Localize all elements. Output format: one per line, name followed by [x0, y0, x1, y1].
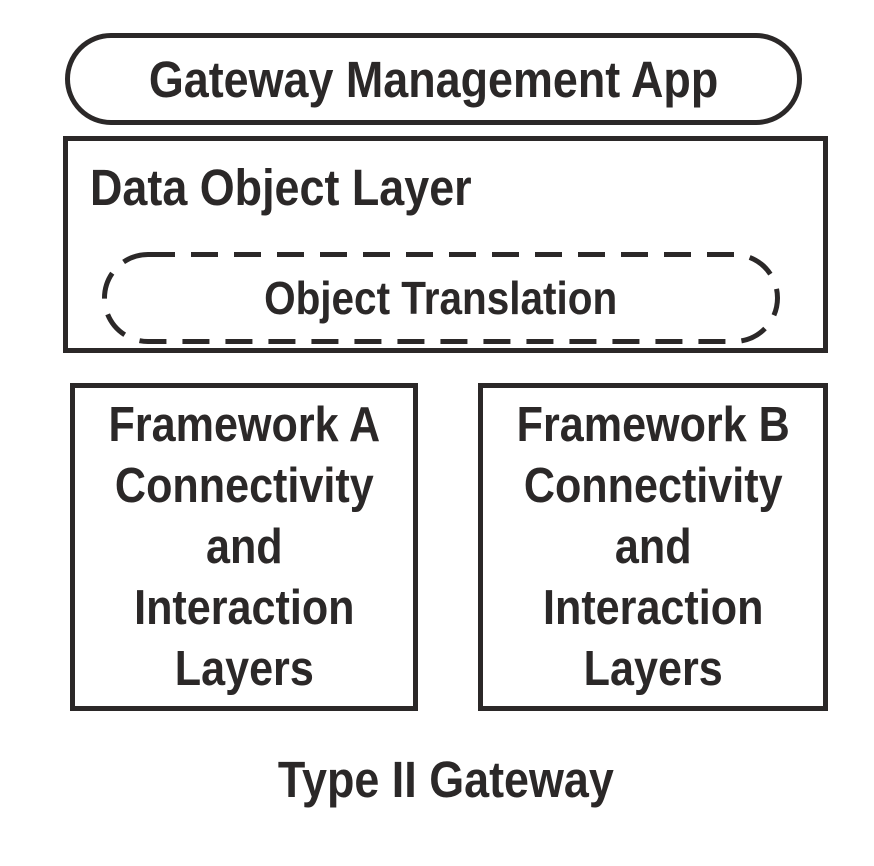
framework-b-node: Framework B Connectivity and Interaction…	[478, 383, 828, 711]
framework-a-label: Framework A Connectivity and Interaction…	[108, 397, 380, 696]
object-translation-node: Object Translation	[102, 252, 780, 344]
data-object-layer-node: Data Object Layer Object Translation	[63, 136, 828, 353]
object-translation-label: Object Translation	[264, 272, 618, 324]
gateway-management-app-node: Gateway Management App	[65, 33, 802, 125]
dashed-pill-outline	[102, 252, 780, 344]
diagram-caption-label: Type II Gateway	[277, 751, 614, 808]
framework-a-node: Framework A Connectivity and Interaction…	[70, 383, 418, 711]
object-translation-label-wrap: Object Translation	[102, 252, 780, 344]
gateway-management-app-label: Gateway Management App	[148, 50, 719, 108]
data-object-layer-label: Data Object Layer	[90, 159, 472, 216]
data-object-layer-title-wrap: Data Object Layer	[90, 158, 524, 217]
diagram-caption: Type II Gateway	[63, 750, 828, 809]
framework-b-label: Framework B Connectivity and Interaction…	[516, 397, 790, 696]
